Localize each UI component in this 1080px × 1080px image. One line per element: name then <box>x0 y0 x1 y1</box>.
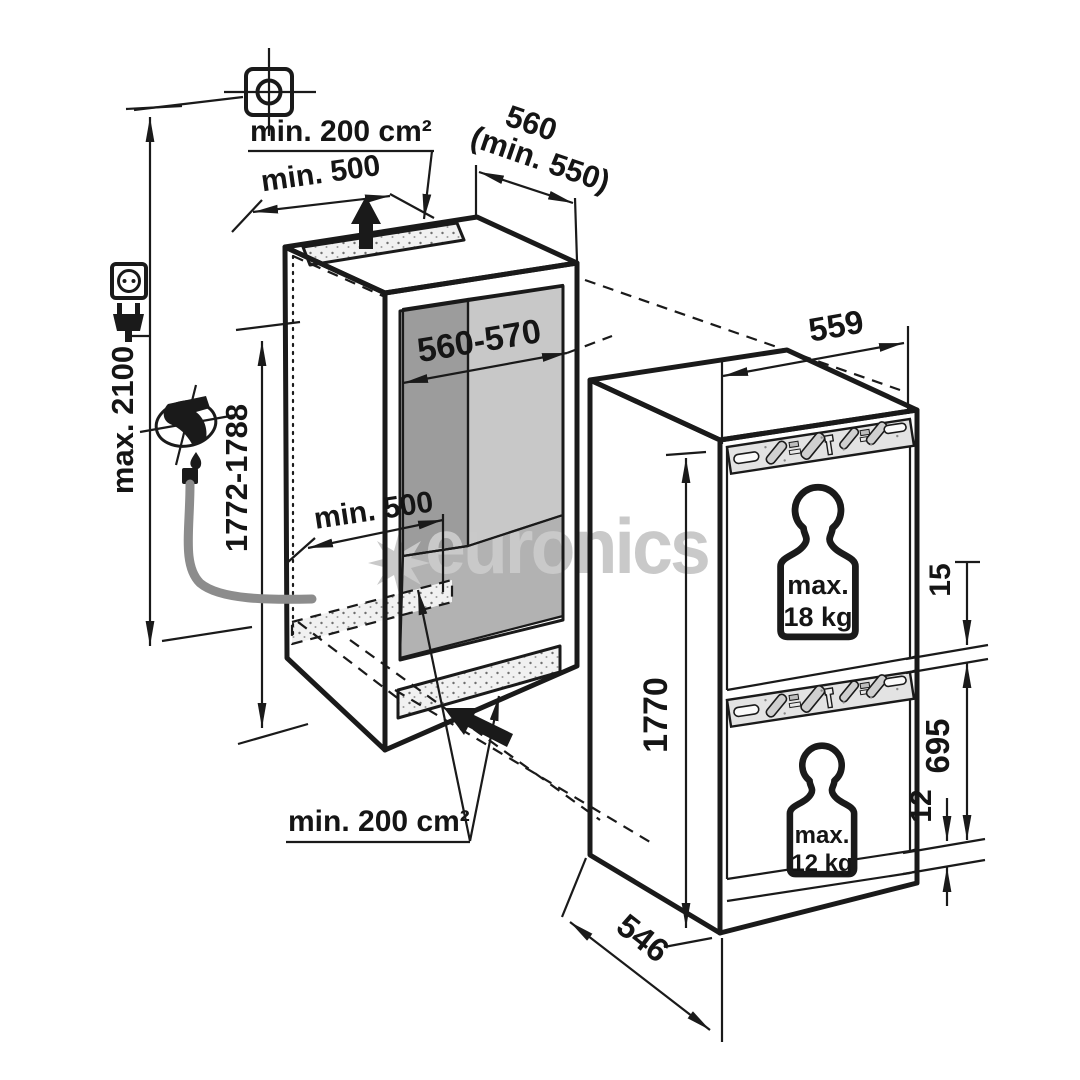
plinth-edge <box>726 871 911 903</box>
upper-door-load-value: 18 kg <box>783 602 852 632</box>
dim-niche-height: 1772-1788 <box>219 404 254 552</box>
lower-door-load-label: max. <box>795 822 850 849</box>
upper-door-load-label: max. <box>787 570 849 600</box>
dim-top-gap: 15 <box>924 563 957 596</box>
water-tap-icon <box>139 384 237 484</box>
dim-top-vent-width: min. 500 <box>259 149 382 198</box>
plinth-vent-strip <box>396 644 562 720</box>
dim-top-vent-area: min. 200 cm² <box>250 115 432 148</box>
upper-door-bottom-edge <box>726 656 911 692</box>
power-plug-icon <box>113 303 151 342</box>
appliance-front-face <box>717 407 920 936</box>
watermark-text: euronics <box>425 502 709 590</box>
dim-appliance-width: 559 <box>806 303 867 349</box>
junction-box-icon <box>224 48 316 136</box>
appliance-drawing: max. 18 kg max. 12 kg <box>587 347 920 936</box>
niche-side-wall <box>468 285 563 546</box>
lower-door-load-value: 12 kg <box>791 850 852 877</box>
drain-hose <box>183 479 317 604</box>
power-socket-icon <box>110 262 148 300</box>
dim-appliance-height: 1770 <box>637 677 675 753</box>
dimensions-appliance: 559 1770 15 695 12 546 <box>560 303 989 1042</box>
top-vent-strip <box>301 221 466 267</box>
dim-lower-door-height: 695 <box>919 718 956 773</box>
airflow-in-arrow <box>444 708 513 747</box>
dim-bottom-vent-area: min. 200 cm² <box>288 805 470 838</box>
airflow-up-arrow <box>351 196 381 249</box>
projection-line <box>394 689 656 846</box>
dim-overall-height: max. 2100 <box>105 346 140 494</box>
dim-bottom-gap: 12 <box>905 789 938 822</box>
water-drop-icon <box>190 452 202 470</box>
utility-icons <box>110 262 317 604</box>
